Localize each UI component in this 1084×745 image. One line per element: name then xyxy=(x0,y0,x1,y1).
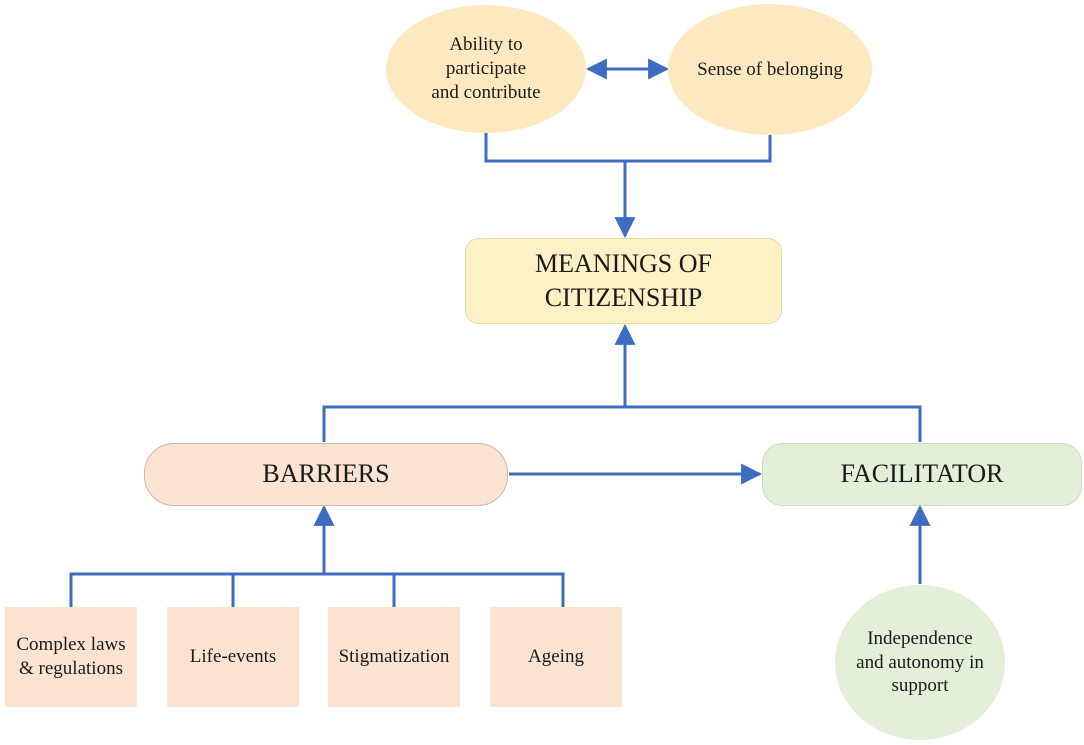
connector-bottom-merge xyxy=(322,405,922,442)
participate-node: Ability to participate and contribute xyxy=(386,5,586,133)
meanings-of-citizenship-box: MEANINGS OF CITIZENSHIP xyxy=(465,238,782,324)
connector-top-merge xyxy=(484,132,772,163)
barrier-item-life-events: Life-events xyxy=(167,607,299,707)
facilitator-box: FACILITATOR xyxy=(762,443,1082,506)
connector-items-merge xyxy=(69,572,565,607)
barrier-item-laws: Complex laws & regulations xyxy=(5,607,137,707)
belonging-node: Sense of belonging xyxy=(668,4,872,135)
barriers-box: BARRIERS xyxy=(144,443,508,506)
barrier-item-ageing: Ageing xyxy=(490,607,622,707)
barrier-item-stigmatization: Stigmatization xyxy=(328,607,460,707)
independence-node: Independence and autonomy in support xyxy=(835,585,1005,740)
